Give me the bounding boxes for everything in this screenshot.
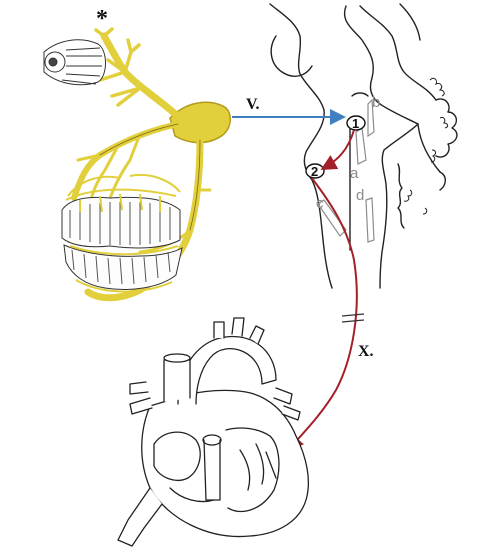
brainstem-outline xyxy=(269,3,458,289)
asterisk-label: * xyxy=(96,6,108,32)
maxillary-branch xyxy=(71,121,181,201)
teeth-plexus xyxy=(61,174,183,293)
cranial-nerve-x-label: X. xyxy=(358,343,374,360)
interneuron-arrow xyxy=(320,129,355,170)
ophthalmic-branch xyxy=(100,32,184,122)
nucleus-d xyxy=(365,197,375,243)
cerebellum-folia xyxy=(403,77,448,215)
nucleus-1: 1 xyxy=(346,115,366,131)
label-d: d xyxy=(356,187,364,204)
nucleus-2-label: 2 xyxy=(311,164,318,179)
nucleus-1-label: 1 xyxy=(352,116,359,131)
eye-sketch xyxy=(43,39,106,86)
brainstem-nuclei xyxy=(317,98,375,243)
nucleus-c xyxy=(317,199,347,237)
cranial-nerve-v-label: V. xyxy=(246,96,260,113)
heart-drawing xyxy=(117,317,309,547)
nucleus-b xyxy=(367,98,375,138)
label-c: c xyxy=(316,195,324,212)
nucleus-2: 2 xyxy=(305,163,325,179)
nucleus-a xyxy=(355,126,367,165)
label-a: a xyxy=(350,165,359,182)
vagal-efferent-arrow xyxy=(287,177,358,452)
nerve-break-marks xyxy=(341,313,365,323)
label-b: b xyxy=(372,94,380,111)
